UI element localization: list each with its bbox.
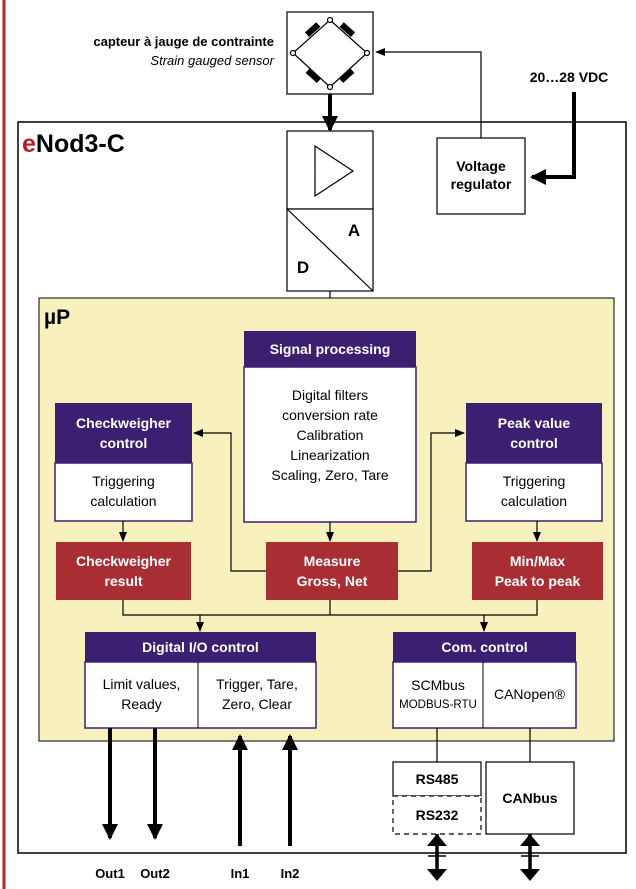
checkweigher-control-box <box>54 462 193 522</box>
sensor-label-en: Strain gauged sensor <box>150 53 274 68</box>
measure-to-peak-control-arrow <box>398 429 465 572</box>
minmax-box <box>472 542 603 600</box>
cwr-line1: Checkweigher <box>76 553 171 569</box>
com-control-title: Com. control <box>441 639 528 655</box>
com-scmbus: SCMbus <box>411 677 465 693</box>
rs-bus-arrow <box>427 834 447 881</box>
checkweigher-result-box <box>56 542 191 600</box>
signal-processing-box <box>243 366 417 523</box>
measure-box <box>266 542 398 600</box>
rs232-box <box>392 795 482 835</box>
pv-body-line2: calculation <box>500 493 568 509</box>
out2-label: Out2 <box>140 866 170 881</box>
measure-label: Measure Gross, Net <box>266 551 398 591</box>
adc-a-label: A <box>347 221 361 240</box>
cw-title-line1: Checkweigher <box>76 415 171 431</box>
adc-d-label: D <box>296 258 310 277</box>
in1-label: In1 <box>230 866 250 881</box>
regulator-to-sensor-arrow <box>375 48 482 138</box>
digital-io-title: Digital I/O control <box>142 639 259 655</box>
sp-line-2: conversion rate <box>282 407 378 423</box>
pv-title-line2: control <box>510 435 558 451</box>
digital-io-box <box>84 661 317 729</box>
sp-line-3: Calibration <box>296 427 364 443</box>
digital-io-header <box>85 632 316 662</box>
minmax-label: Min/Max Peak to peak <box>472 551 603 591</box>
rs485-label: RS485 <box>415 771 459 787</box>
com-control-box <box>392 661 577 729</box>
device-brand-prefix: e <box>22 130 36 158</box>
com-modbus: MODBUS-RTU <box>399 699 477 711</box>
bridge-icon <box>289 16 371 91</box>
dio-left-line1: Limit values, <box>102 676 181 692</box>
peak-value-control-header <box>466 403 602 463</box>
checkweigher-result-label: Checkweigher result <box>56 551 191 591</box>
checkweigher-control-title: Checkweigher control <box>55 413 192 453</box>
peak-value-control-title: Peak value control <box>466 413 602 453</box>
sensor-box <box>286 11 374 95</box>
supply-arrow <box>530 92 576 185</box>
amplifier-icon <box>314 144 355 198</box>
com-control-header <box>393 632 576 662</box>
digital-io-left: Limit values, Ready <box>85 674 198 714</box>
dio-right-line2: Zero, Clear <box>221 696 293 712</box>
dio-right-line1: Trigger, Tare, <box>216 676 298 692</box>
rs232-label: RS232 <box>415 807 459 823</box>
device-title: eNod3-C <box>22 130 125 158</box>
cw-title-line2: control <box>99 435 148 451</box>
pv-body-line1: Triggering <box>502 473 566 489</box>
com-canopen: CANopen® <box>493 686 566 702</box>
voltage-regulator-box <box>436 137 526 215</box>
regulator-label: Voltage regulator <box>437 157 525 193</box>
peak-value-control-body: Triggering calculation <box>466 471 602 511</box>
canbus-label: CANbus <box>502 790 558 806</box>
sp-line-5: Scaling, Zero, Tare <box>271 467 389 483</box>
sp-line-4: Linearization <box>290 447 370 463</box>
signal-processing-title: Signal processing <box>269 341 391 357</box>
pv-title-line1: Peak value <box>497 415 571 431</box>
measure-line1: Measure <box>303 553 361 569</box>
checkweigher-control-header <box>55 403 192 463</box>
out1-label: Out1 <box>95 866 125 881</box>
in2-label: In2 <box>280 866 300 881</box>
sensor-label-fr: capteur à jauge de contrainte <box>93 34 274 49</box>
supply-label: 20…28 VDC <box>529 69 609 85</box>
regulator-line2: regulator <box>450 176 512 192</box>
minmax-line1: Min/Max <box>509 553 566 569</box>
checkweigher-control-body: Triggering calculation <box>55 471 192 511</box>
regulator-line1: Voltage <box>456 158 506 174</box>
dio-left-line2: Ready <box>121 696 162 712</box>
peak-value-control-box <box>465 462 603 522</box>
cw-body-line2: calculation <box>90 493 157 509</box>
measure-to-cw-control-arrow <box>193 429 266 572</box>
cpu-label: µP <box>44 306 71 329</box>
signal-processing-header <box>244 331 416 367</box>
minmax-line2: Peak to peak <box>494 573 581 589</box>
cw-body-line1: Triggering <box>92 473 155 489</box>
digital-io-right: Trigger, Tare, Zero, Clear <box>198 674 316 714</box>
canbus-arrow <box>520 834 540 881</box>
device-name: Nod3-C <box>35 130 125 158</box>
signal-processing-lines: Digital filters conversion rate Calibrat… <box>244 385 416 485</box>
measure-line2: Gross, Net <box>296 573 368 589</box>
canbus-box <box>485 761 575 835</box>
adc-diagonal <box>286 208 374 292</box>
sp-line-1: Digital filters <box>291 387 369 403</box>
cwr-line2: result <box>104 573 143 589</box>
